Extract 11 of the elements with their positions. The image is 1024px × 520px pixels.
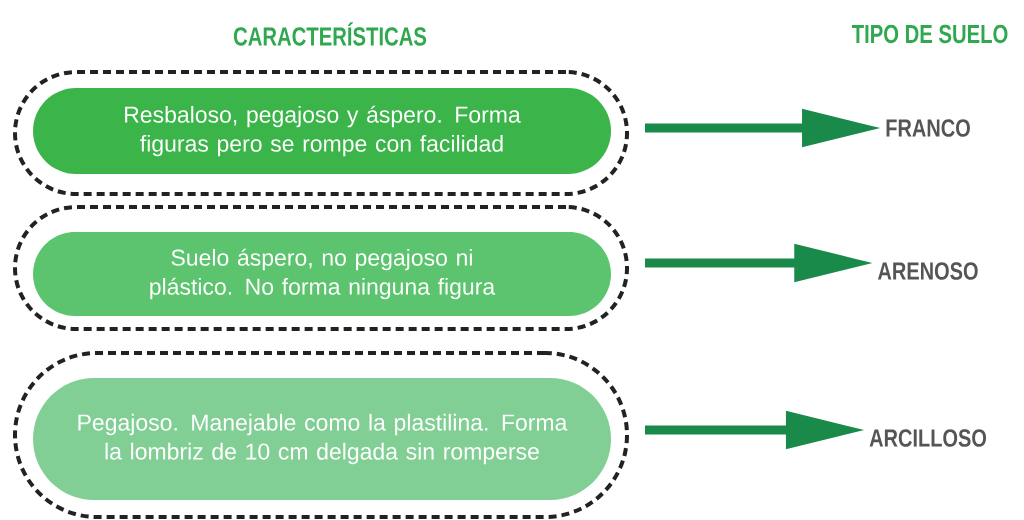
dashed-outline — [13, 205, 629, 331]
soil-type: ARCILLOSO — [869, 429, 987, 447]
characteristic-box: Resbaloso, pegajoso y áspero. Forma figuras pero se rompe con facilidad — [33, 88, 611, 174]
dashed-outline — [13, 351, 629, 519]
soil-type: ARENOSO — [877, 262, 978, 280]
column-heading: TIPO DE SUELO — [851, 24, 1008, 44]
dashed-outline — [13, 70, 629, 196]
characteristic-box: Pegajoso. Manejable como la plastilina. Forma la lombriz de 10 cm delgada sin romperse — [33, 378, 611, 500]
column-heading: CARACTERÍSTICAS — [233, 22, 427, 46]
characteristic-box: Suelo áspero, no pegajoso ni plástico. No forma ninguna figura — [33, 232, 611, 316]
soil-type: FRANCO — [886, 119, 970, 137]
